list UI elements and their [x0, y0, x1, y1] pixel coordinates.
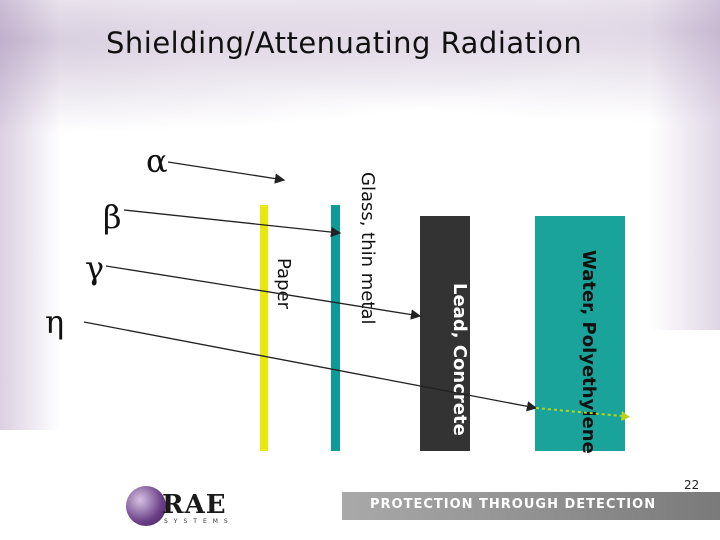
eta-symbol: η: [45, 303, 65, 341]
paper-barrier: [260, 205, 268, 451]
footer-band: [342, 492, 720, 520]
background-top-gradient: [0, 0, 720, 150]
lead-label: Lead, Concrete: [449, 283, 470, 436]
page-number: 22: [684, 478, 700, 492]
eta-ray-attenuated-arrowhead: [621, 411, 630, 421]
rae-systems-logo: RAE SYSTEMS: [122, 484, 242, 528]
beta-ray: [123, 209, 342, 238]
paper-label: Paper: [273, 258, 294, 309]
glass-barrier: [331, 205, 340, 451]
water-label: Water, Polyethylene: [578, 250, 599, 454]
footer-tagline: PROTECTION THROUGH DETECTION: [370, 497, 657, 512]
alpha-ray: [167, 161, 286, 184]
logo-text: RAE: [162, 490, 227, 520]
gamma-symbol: γ: [85, 249, 105, 287]
beta-symbol: β: [103, 198, 122, 236]
lead-barrier: [420, 216, 470, 451]
background-right-gradient: [650, 0, 720, 330]
slide-title: Shielding/Attenuating Radiation: [106, 26, 583, 60]
glass-label: Glass, thin metal: [357, 172, 378, 325]
background-left-gradient: [0, 0, 60, 430]
eta-ray-attenuated: [535, 407, 623, 417]
gamma-ray: [105, 265, 422, 320]
alpha-symbol: α: [146, 142, 168, 180]
logo-subtext: SYSTEMS: [164, 518, 234, 525]
eta-ray: [83, 321, 538, 412]
globe-icon: [126, 486, 166, 526]
